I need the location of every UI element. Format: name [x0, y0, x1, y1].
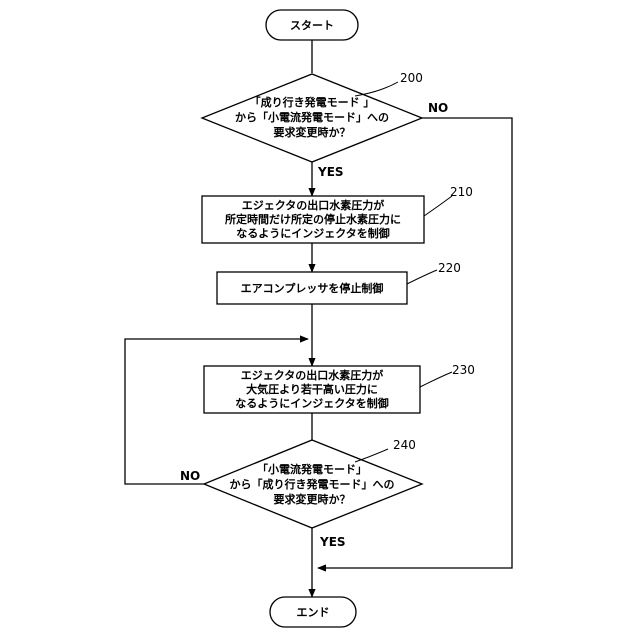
- process-230-line-1: エジェクタの出口水素圧力が: [241, 368, 384, 382]
- ref-number-200: 200: [400, 71, 423, 85]
- decision-240-line-2: から「成り行き発電モード」への: [230, 477, 395, 491]
- ref-leader-210: [424, 196, 452, 216]
- branch-240-yes-label: YES: [319, 535, 346, 549]
- process-230-line-2: 大気圧より若干高い圧力に: [246, 382, 378, 396]
- branch-240-no-label: NO: [180, 469, 200, 483]
- process-210-line-3: なるようにインジェクタを制御: [236, 226, 390, 240]
- branch-200-no-label: NO: [428, 101, 448, 115]
- ref-number-240: 240: [393, 438, 416, 452]
- process-220-line-1: エアコンプレッサを停止制御: [241, 281, 384, 295]
- branch-200-yes-label: YES: [317, 165, 344, 179]
- ref-number-230: 230: [452, 363, 475, 377]
- process-210-line-1: エジェクタの出口水素圧力が: [242, 198, 385, 212]
- decision-200-line-1: 「成り行き発電モード 」: [250, 95, 375, 109]
- decision-240-line-1: 「小電流発電モード」: [257, 462, 367, 476]
- process-230: エジェクタの出口水素圧力が 大気圧より若干高い圧力に なるようにインジェクタを制…: [204, 366, 420, 413]
- decision-200: 「成り行き発電モード 」 から「小電流発電モード」への 要求変更時か？: [202, 74, 422, 162]
- process-220: エアコンプレッサを停止制御: [217, 272, 407, 304]
- ref-number-210: 210: [450, 185, 473, 199]
- start-label: スタート: [290, 19, 334, 32]
- end-label: エンド: [297, 606, 330, 619]
- decision-200-line-2: から「小電流発電モード」への: [235, 110, 389, 124]
- ref-leader-240: [355, 449, 388, 462]
- start-terminal: スタート: [266, 10, 358, 40]
- decision-240: 「小電流発電モード」 から「成り行き発電モード」への 要求変更時か？: [204, 440, 422, 528]
- decision-240-line-3: 要求変更時か？: [274, 492, 351, 506]
- ref-number-220: 220: [438, 261, 461, 275]
- process-230-line-3: なるようにインジェクタを制御: [235, 396, 389, 410]
- decision-200-line-3: 要求変更時か？: [274, 125, 351, 139]
- process-210-line-2: 所定時間だけ所定の停止水素圧力に: [225, 212, 401, 226]
- ref-leader-220: [407, 270, 437, 284]
- process-210: エジェクタの出口水素圧力が 所定時間だけ所定の停止水素圧力に なるようにインジェ…: [202, 196, 424, 243]
- ref-leader-230: [420, 372, 452, 387]
- end-terminal: エンド: [270, 597, 356, 627]
